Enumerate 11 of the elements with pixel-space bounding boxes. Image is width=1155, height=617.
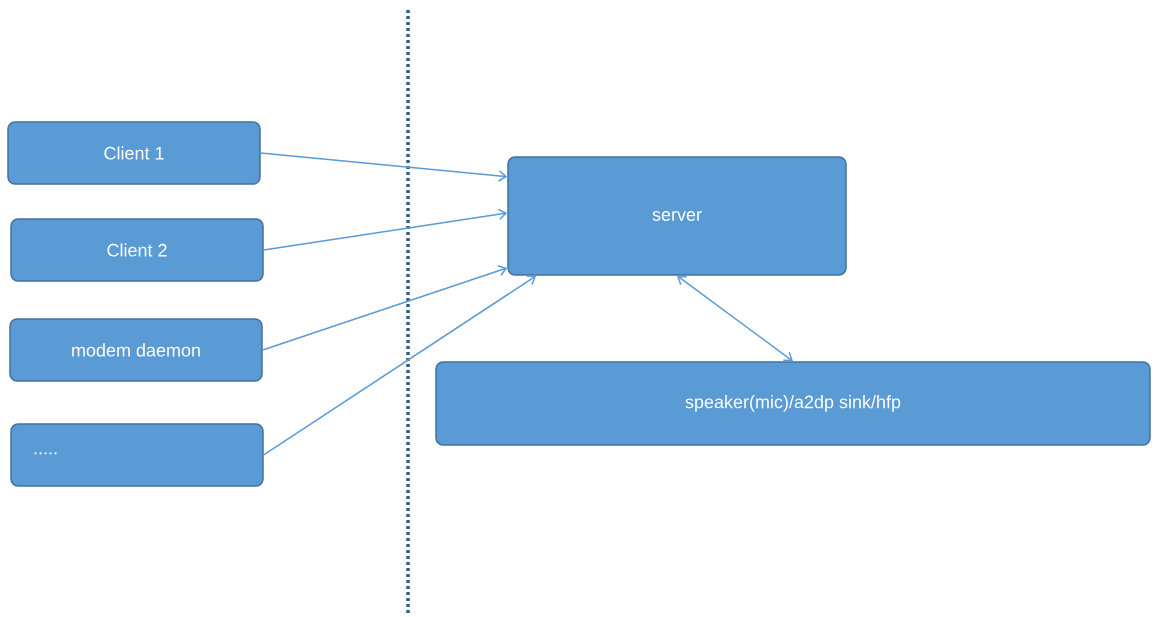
arrow [263, 275, 537, 456]
arrow [262, 265, 508, 351]
process-box: speaker(mic)/a2dp sink/hfp [435, 361, 1151, 446]
process-box: server [507, 156, 847, 276]
arrow [263, 208, 508, 251]
process-box: modem daemon [9, 318, 263, 382]
process-box: Client 1 [7, 121, 261, 185]
process-box: ..... [10, 423, 264, 487]
process-box: Client 2 [10, 218, 264, 282]
arrow [260, 152, 508, 182]
arrow [677, 275, 793, 362]
